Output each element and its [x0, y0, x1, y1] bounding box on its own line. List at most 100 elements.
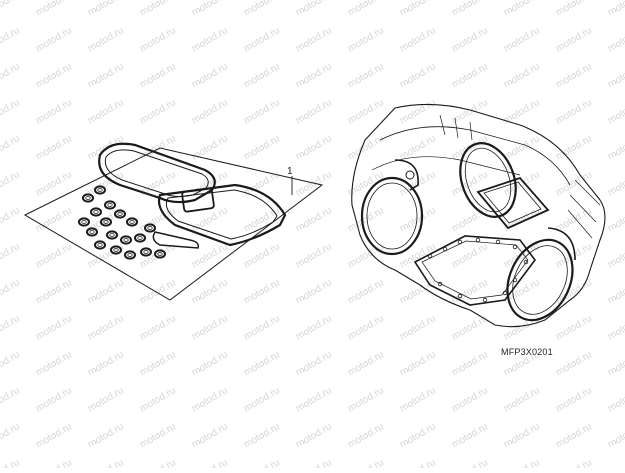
o-ring-inner — [81, 220, 87, 224]
bolt-hole — [427, 253, 433, 259]
o-ring — [124, 250, 136, 260]
bolt-hole — [457, 293, 463, 299]
o-ring-inner — [97, 188, 103, 192]
watermark-text: motod.ru — [86, 61, 126, 90]
watermark-text: motod.ru — [138, 457, 178, 468]
watermark-text: motod.ru — [606, 349, 625, 378]
watermark-text: motod.ru — [606, 241, 625, 270]
watermark-text: motod.ru — [502, 241, 542, 270]
upper-round-gasket — [459, 142, 517, 218]
watermark-text: motod.ru — [34, 0, 74, 19]
watermark-text: motod.ru — [606, 421, 625, 450]
watermark-text: motod.ru — [34, 205, 74, 234]
watermark-text: motod.ru — [34, 25, 74, 54]
watermark-text: motod.ru — [34, 457, 74, 468]
watermark-text: motod.ru — [86, 313, 126, 342]
watermark-text: motod.ru — [606, 0, 625, 19]
o-ring-inner — [137, 236, 143, 240]
watermark-text: motod.ru — [398, 97, 438, 126]
watermark-text: motod.ru — [606, 97, 625, 126]
watermark-text: motod.ru — [242, 0, 282, 19]
watermark-text: motod.ru — [190, 277, 230, 306]
o-ring-inner — [89, 230, 95, 234]
pan-bolts — [427, 237, 529, 303]
watermark-text: motod.ru — [294, 385, 334, 414]
o-ring — [134, 233, 146, 243]
watermark-text: motod.ru — [0, 61, 22, 90]
watermark-text: motod.ru — [86, 97, 126, 126]
watermark-text: motod.ru — [606, 169, 625, 198]
watermark-text: motod.ru — [242, 457, 282, 468]
watermark-text: motod.ru — [450, 421, 490, 450]
watermark-text: motod.ru — [502, 97, 542, 126]
watermark-text: motod.ru — [190, 0, 230, 19]
watermark-text: motod.ru — [450, 25, 490, 54]
o-ring-inner — [97, 243, 103, 247]
o-ring-inner — [129, 220, 135, 224]
watermark-text: motod.ru — [554, 277, 594, 306]
watermark-text: motod.ru — [554, 97, 594, 126]
watermark-text: motod.ru — [138, 0, 178, 19]
watermark-text: motod.ru — [138, 61, 178, 90]
watermark-text: motod.ru — [294, 313, 334, 342]
watermark-text: motod.ru — [242, 25, 282, 54]
watermark-text: motod.ru — [190, 385, 230, 414]
o-ring-inner — [117, 212, 123, 216]
watermark-text: motod.ru — [34, 133, 74, 162]
watermark-text: motod.ru — [242, 277, 282, 306]
watermark-text: motod.ru — [554, 61, 594, 90]
watermark-text: motod.ru — [0, 421, 22, 450]
plate-gasket — [181, 187, 215, 213]
watermark-text: motod.ru — [242, 313, 282, 342]
watermark-text: motod.ru — [0, 241, 22, 270]
watermark-text: motod.ru — [554, 133, 594, 162]
o-ring — [86, 227, 98, 237]
watermark-text: motod.ru — [190, 349, 230, 378]
o-ring — [110, 245, 122, 255]
watermark-text: motod.ru — [606, 133, 625, 162]
bolt-hole — [512, 277, 518, 283]
bolt-hole — [495, 239, 501, 245]
watermark-text: motod.ru — [398, 421, 438, 450]
o-ring — [140, 247, 152, 257]
watermark-text: motod.ru — [34, 349, 74, 378]
watermark-text: motod.ru — [346, 25, 386, 54]
watermark-text: motod.ru — [554, 421, 594, 450]
watermark-text: motod.ru — [606, 205, 625, 234]
o-ring-inner — [157, 252, 163, 256]
watermark-text: motod.ru — [138, 385, 178, 414]
watermark-text: motod.ru — [242, 349, 282, 378]
watermark-text: motod.ru — [502, 25, 542, 54]
watermark-text: motod.ru — [502, 61, 542, 90]
o-ring — [100, 217, 112, 227]
right-cover-gasket — [506, 238, 574, 322]
watermark-text: motod.ru — [398, 0, 438, 19]
watermark-text: motod.ru — [138, 205, 178, 234]
watermark-text: motod.ru — [346, 349, 386, 378]
watermark-text: motod.ru — [450, 61, 490, 90]
o-ring — [106, 230, 118, 240]
watermark-text: motod.ru — [294, 61, 334, 90]
watermark-text: motod.ru — [450, 0, 490, 19]
watermark-text: motod.ru — [346, 277, 386, 306]
watermark-text: motod.ru — [86, 25, 126, 54]
watermark-text: motod.ru — [606, 277, 625, 306]
watermark-text: motod.ru — [86, 349, 126, 378]
engine-pan-gasket — [413, 235, 536, 306]
watermark-text: motod.ru — [398, 349, 438, 378]
o-ring-inner — [113, 248, 119, 252]
o-ring — [144, 223, 156, 233]
o-ring — [90, 207, 102, 217]
bolt-hole — [475, 237, 481, 243]
watermark-text: motod.ru — [554, 25, 594, 54]
cover-gasket — [98, 142, 216, 204]
watermark-text: motod.ru — [606, 25, 625, 54]
watermark-text: motod.ru — [398, 277, 438, 306]
gasket-kit-illustration — [23, 142, 324, 301]
watermark-text: motod.ru — [0, 97, 22, 126]
watermark-text: motod.ru — [0, 205, 22, 234]
o-ring-inner — [127, 253, 133, 257]
watermark-text: motod.ru — [34, 61, 74, 90]
